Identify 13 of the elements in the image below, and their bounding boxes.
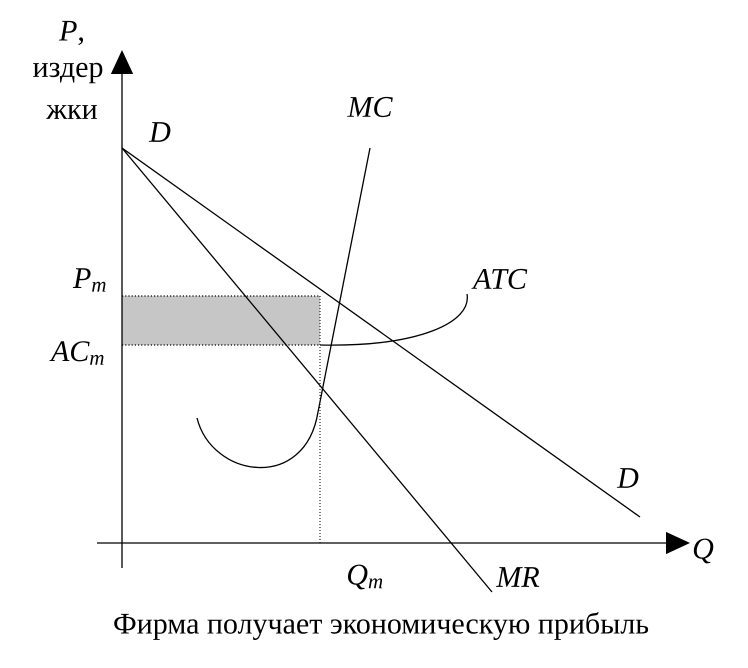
curve-label: MC [347, 96, 393, 118]
axis-label: AC$_{m}$ [49, 341, 104, 365]
curve-label: MR [496, 567, 540, 587]
axis-label: издер [33, 62, 102, 84]
axis-label: P, [58, 20, 84, 46]
curve-label: D [148, 122, 170, 142]
axis-label: жки [46, 105, 97, 119]
axis-label: P$_{m}$ [72, 268, 106, 292]
axis-label: Q$_{m}$ [348, 564, 382, 590]
axis-label: Q [694, 538, 714, 564]
curve-label: ATC [471, 268, 528, 290]
caption: Фирма получает экономическую прибыль [114, 612, 648, 640]
curve-label: D [616, 468, 638, 488]
